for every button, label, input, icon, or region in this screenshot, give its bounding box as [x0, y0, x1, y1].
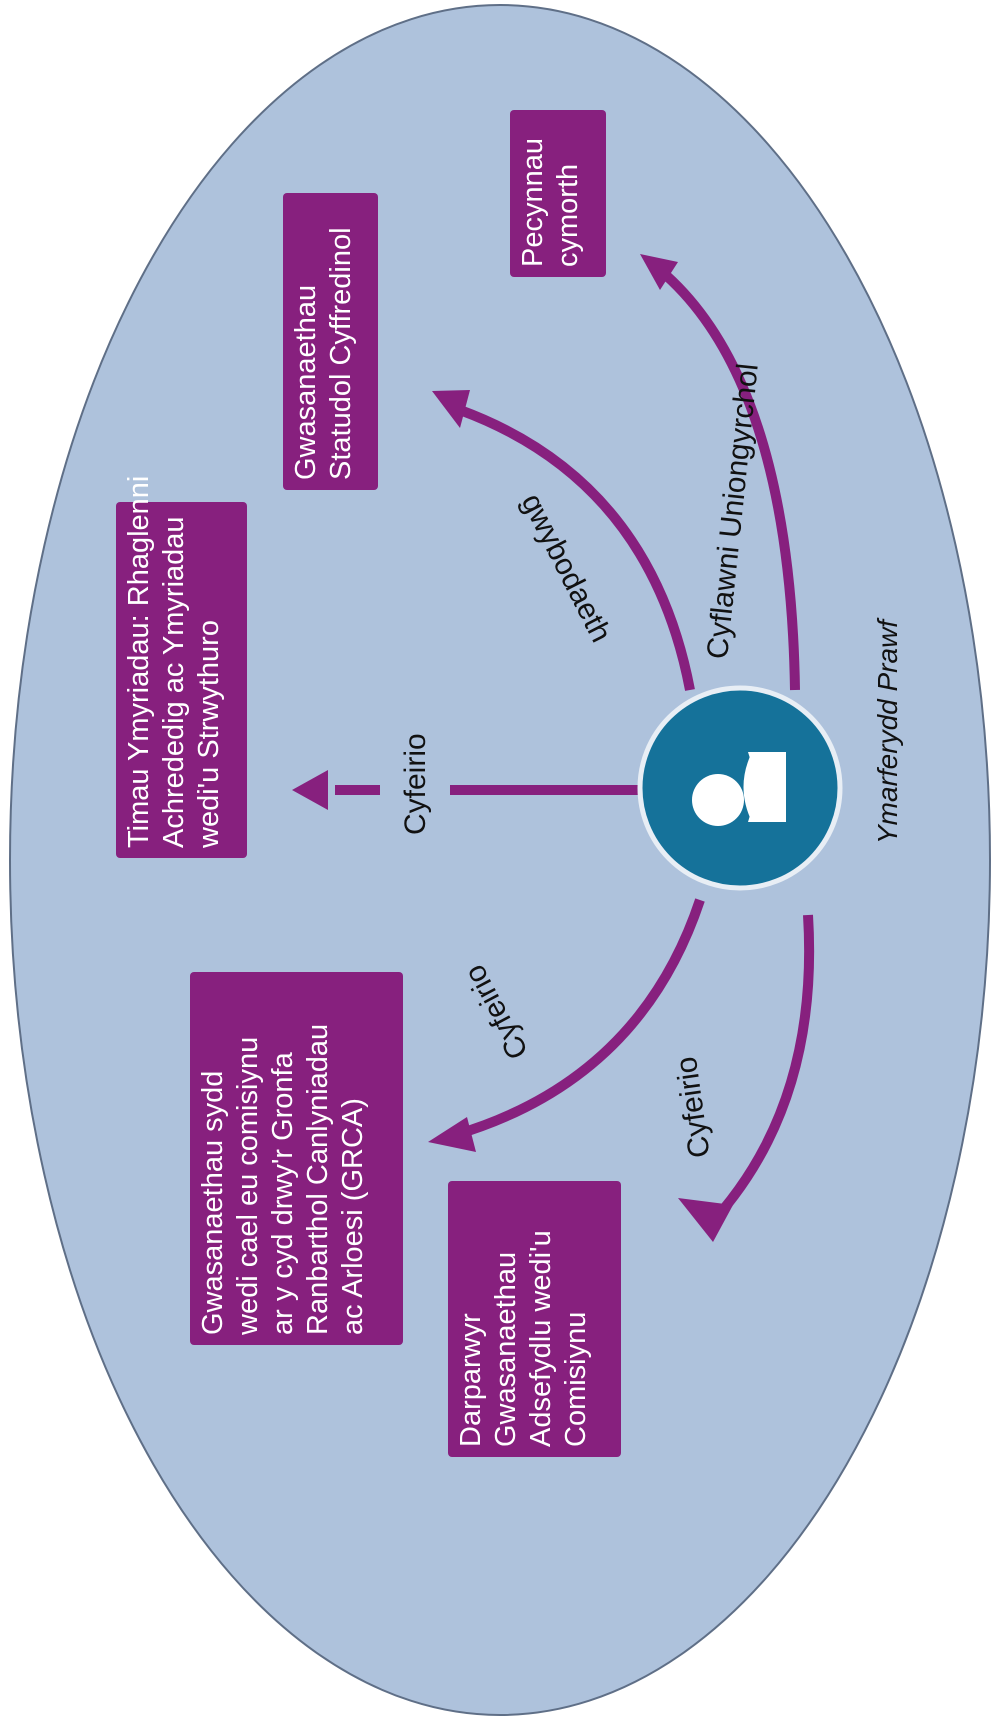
box-statudol-line: Gwasanaethau — [290, 284, 322, 480]
diagram-caption: Ymarferydd Prawf — [872, 619, 903, 844]
label-cyfeirio-darparwyr: Cyfeirio — [669, 1054, 717, 1160]
box-pecynnau: Pecynnau cymorth — [510, 110, 606, 277]
connectors — [292, 254, 815, 1242]
box-darparwyr-line: Darparwyr — [455, 1313, 487, 1447]
arrow-to-grca — [453, 898, 705, 1140]
box-grca-line: Gwasanaethau sydd — [197, 1070, 229, 1335]
box-pecynnau-line: cymorth — [552, 163, 584, 267]
person-icon — [692, 752, 786, 826]
box-timau-line: wedi'u Strwythuro — [193, 620, 225, 848]
practitioner-node — [637, 685, 843, 891]
arrow-to-pecynnau — [656, 266, 800, 691]
arrowhead-grca — [428, 1117, 476, 1152]
box-darparwyr-line: Adsefydlu wedi'u — [525, 1230, 557, 1447]
box-timau-line: Timau Ymyriadau: Rhaglenni — [123, 475, 155, 848]
box-grca-line: Ranbarthol Canlyniadau — [302, 1023, 334, 1335]
arrow-to-darparwyr — [701, 914, 815, 1234]
box-grca-line: wedi cael eu comisiynu — [232, 1036, 264, 1335]
box-statudol: Gwasanaethau Statudol Cyffredinol — [283, 193, 378, 490]
box-grca-line: ac Arloesi (GRCA) — [337, 1098, 369, 1335]
box-grca: Gwasanaethau sydd wedi cael eu comisiynu… — [190, 972, 403, 1345]
box-grca-line: ar y cyd drwy'r Gronfa — [267, 1052, 299, 1335]
box-timau: Timau Ymyriadau: Rhaglenni Achrededig ac… — [116, 475, 247, 858]
box-darparwyr-line: Comisiynu — [560, 1311, 592, 1447]
label-gwybodaeth: gwybodaeth — [514, 488, 618, 648]
label-cyflawni: Cyflawni Uniongyrchol — [700, 361, 765, 661]
box-timau-line: Achrededig ac Ymyriadau — [158, 516, 190, 848]
arrow-to-statudol — [458, 405, 695, 691]
box-pecynnau-line: Pecynnau — [517, 138, 549, 267]
arrowhead-darparwyr — [678, 1198, 733, 1242]
arrowhead-timau — [292, 770, 328, 810]
box-darparwyr-line: Gwasanaethau — [490, 1251, 522, 1447]
label-cyfeirio-timau: Cyfeirio — [399, 733, 432, 835]
box-darparwyr: Darparwyr Gwasanaethau Adsefydlu wedi'u … — [448, 1181, 621, 1457]
arrowhead-pecynnau — [640, 254, 678, 290]
arrowhead-statudol — [432, 390, 470, 428]
label-cyfeirio-grca: Cyfeirio — [458, 959, 536, 1065]
box-statudol-line: Statudol Cyffredinol — [325, 227, 357, 480]
